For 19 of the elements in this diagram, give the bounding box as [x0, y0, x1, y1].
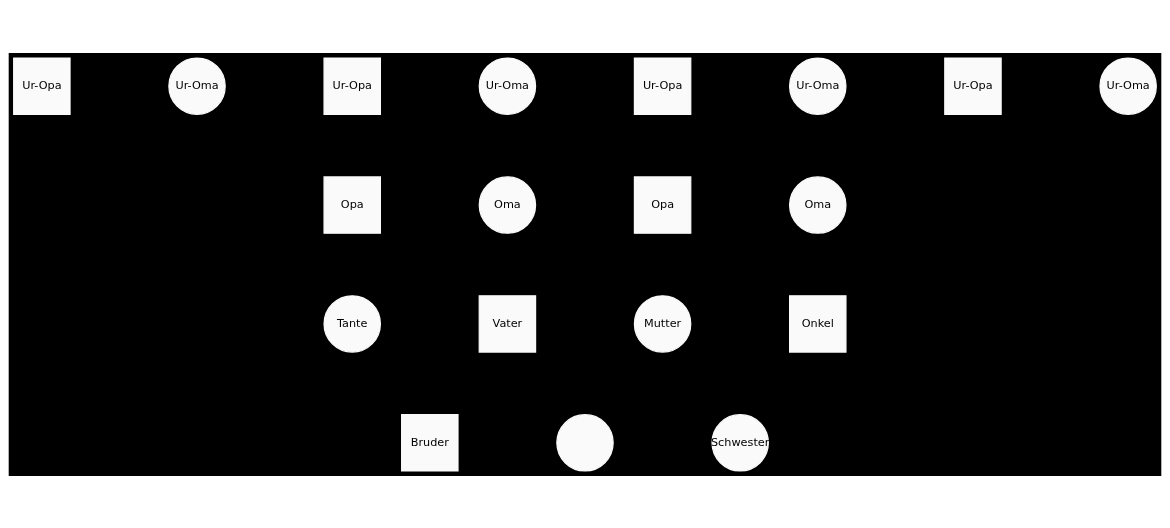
node-circle: Oma [789, 175, 847, 234]
node-circle: Ur-Oma [789, 56, 847, 115]
node-box: Ur-Opa [13, 56, 71, 115]
node-circle: Ur-Oma [478, 56, 537, 115]
node-circle: Mutter [633, 294, 692, 353]
node-circle: Ur-Oma [1099, 56, 1157, 115]
node-box: Bruder [401, 413, 459, 472]
node-box: Opa [323, 175, 381, 234]
node-box: Onkel [789, 294, 847, 353]
node-circle: Oma [478, 175, 537, 234]
node-box: Ur-Opa [323, 56, 381, 115]
node-circle: Ur-Oma [168, 56, 226, 115]
node-box: Ur-Opa [633, 56, 692, 115]
node-box: Vater [478, 294, 537, 353]
node-box: Opa [633, 175, 692, 234]
node-circle [556, 413, 614, 472]
node-circle: Tante [323, 294, 381, 353]
node-circle: Schwester [711, 413, 769, 472]
node-box: Ur-Opa [944, 56, 1002, 115]
